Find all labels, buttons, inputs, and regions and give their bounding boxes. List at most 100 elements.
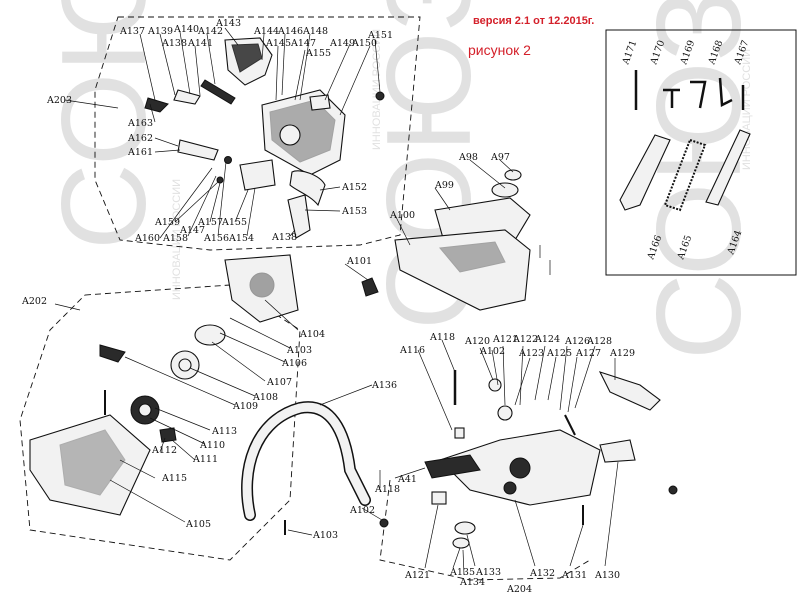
part-a138-lever bbox=[287, 194, 311, 239]
group-a203-outline bbox=[94, 16, 421, 251]
part-label: A112 bbox=[151, 445, 177, 456]
part-label: A136 bbox=[371, 380, 397, 391]
part-label: A139 bbox=[147, 26, 173, 37]
part-label: A102 bbox=[479, 346, 505, 357]
part-a123 bbox=[497, 405, 513, 421]
part-label: A135 bbox=[449, 567, 475, 578]
part-label: A159 bbox=[154, 217, 180, 228]
part-label: A143 bbox=[215, 18, 241, 29]
part-label: A147 bbox=[179, 225, 205, 236]
part-label: A105 bbox=[185, 519, 211, 530]
watermark-tagline: ИННОВАЦИИ РОССИИ bbox=[171, 179, 183, 300]
part-a97 bbox=[504, 169, 522, 181]
part-a121-block bbox=[431, 491, 447, 505]
part-label: A203 bbox=[46, 95, 72, 106]
part-label: A124 bbox=[534, 334, 560, 345]
part-a164-bar bbox=[705, 129, 751, 206]
part-label: A150 bbox=[351, 38, 377, 49]
part-a142-spring bbox=[200, 79, 236, 105]
part-a104-hole bbox=[249, 272, 275, 298]
part-a120 bbox=[488, 378, 502, 392]
part-label: A127 bbox=[575, 348, 601, 359]
part-a130 bbox=[599, 439, 636, 463]
part-label: A122 bbox=[512, 334, 538, 345]
part-label: A113 bbox=[211, 426, 237, 437]
version-label: версия 2.1 от 12.2015г. bbox=[473, 15, 594, 27]
part-label: A129 bbox=[609, 348, 635, 359]
part-a102 bbox=[379, 518, 389, 528]
part-label: A157 bbox=[197, 217, 223, 228]
part-crank-seal bbox=[503, 481, 517, 495]
part-a113-center bbox=[138, 403, 152, 417]
part-label: A101 bbox=[346, 256, 372, 267]
part-label: A153 bbox=[341, 206, 367, 217]
part-a135 bbox=[452, 537, 470, 549]
part-labels: A137 A139 A140 A142 A143 A144 A146 A148 … bbox=[21, 18, 751, 595]
part-label: A115 bbox=[161, 473, 187, 484]
part-label: A144 bbox=[253, 26, 279, 37]
part-a165-chain bbox=[663, 138, 707, 212]
accessory-box bbox=[605, 29, 797, 276]
part-a168 bbox=[718, 77, 733, 107]
part-label: A125 bbox=[546, 348, 572, 359]
part-a98 bbox=[491, 182, 519, 198]
part-label: A126 bbox=[564, 336, 590, 347]
part-label: A140 bbox=[173, 24, 199, 35]
part-label: A155 bbox=[221, 217, 247, 228]
part-label: A123 bbox=[518, 348, 544, 359]
part-label: A154 bbox=[228, 233, 254, 244]
part-label: A104 bbox=[299, 329, 325, 340]
part-a150-cover bbox=[261, 89, 346, 176]
part-label: A106 bbox=[281, 358, 307, 369]
part-a150-hub bbox=[279, 124, 301, 146]
part-label: A141 bbox=[187, 38, 213, 49]
part-label: A160 bbox=[134, 233, 160, 244]
part-a116-base bbox=[454, 427, 465, 439]
front-handle-group bbox=[241, 401, 389, 535]
figure-label: рисунок 2 bbox=[468, 42, 531, 58]
air-filter-group bbox=[361, 169, 551, 311]
part-a100-opening bbox=[439, 241, 506, 273]
part-label: A121 bbox=[492, 334, 518, 345]
part-a170 bbox=[663, 88, 680, 108]
part-a129 bbox=[598, 371, 661, 411]
part-label: A108 bbox=[252, 392, 278, 403]
part-a112 bbox=[159, 427, 177, 443]
watermark-brand: СОЮЗ bbox=[632, 0, 766, 360]
part-label: A137 bbox=[119, 26, 145, 37]
part-a106 bbox=[194, 324, 226, 346]
part-a161 bbox=[177, 139, 219, 161]
part-label: A111 bbox=[192, 454, 218, 465]
part-a105-vents bbox=[59, 429, 126, 496]
part-label: A145 bbox=[265, 38, 291, 49]
accessories-group bbox=[619, 70, 751, 212]
part-label: A138 bbox=[161, 38, 187, 49]
part-label: A146 bbox=[277, 26, 303, 37]
part-label: A133 bbox=[475, 567, 501, 578]
part-a105-cover bbox=[29, 414, 151, 516]
part-label: A152 bbox=[341, 182, 367, 193]
part-label: A128 bbox=[586, 336, 612, 347]
watermark-tagline: ИННОВАЦИИ РОССИИ bbox=[371, 29, 383, 150]
starter-group bbox=[29, 254, 299, 516]
part-label: A162 bbox=[127, 133, 153, 144]
part-a140 bbox=[173, 89, 201, 105]
part-label: A41 bbox=[397, 474, 417, 485]
part-a166-bar-cover bbox=[619, 134, 671, 211]
part-label: A134 bbox=[459, 577, 485, 588]
part-a100 bbox=[394, 229, 531, 311]
part-label: A148 bbox=[302, 26, 328, 37]
part-bottom-nut bbox=[668, 485, 678, 495]
part-label: A107 bbox=[266, 377, 292, 388]
part-a41-mount bbox=[424, 454, 481, 479]
part-label: A100 bbox=[389, 210, 415, 221]
part-label: A156 bbox=[203, 233, 229, 244]
part-label: A103 bbox=[312, 530, 338, 541]
part-a163 bbox=[144, 97, 169, 113]
leader-lines bbox=[54, 27, 619, 576]
main-body-group bbox=[424, 370, 678, 549]
part-a104-plate bbox=[224, 254, 299, 323]
part-label: A151 bbox=[367, 30, 393, 41]
clutch-cover-group bbox=[144, 37, 385, 239]
group-a204-outline bbox=[379, 479, 591, 581]
